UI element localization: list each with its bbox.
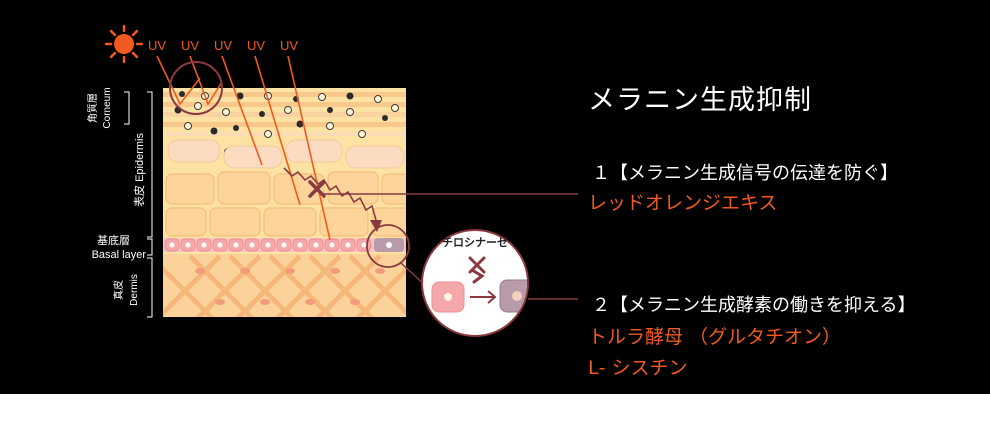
corneum-highlight-circle — [169, 61, 223, 115]
point1-heading: １【メラニン生成信号の伝達を防ぐ】 — [592, 163, 898, 184]
point2-ingredient-2: L‐ シスチン — [588, 357, 688, 379]
dermis-layer — [163, 254, 406, 317]
basal-highlight-circle — [366, 224, 410, 268]
dermis-en-label: Dermis — [129, 274, 140, 306]
arrow-right-icon — [470, 290, 497, 304]
uv-labels: UV UV UV UV UV — [148, 38, 298, 53]
corneum-layer — [163, 91, 406, 156]
basal-cells — [163, 238, 406, 252]
layer-labels: 角質層 Corneum 表皮 Epidermis 真皮 Dermis 基底層 B… — [86, 87, 146, 305]
skin-cross-section-diagram: UV UV UV UV UV — [86, 24, 578, 337]
corneum-jp-label: 角質層 — [86, 93, 99, 123]
basal-jp-label: 基底層 — [97, 233, 130, 247]
basal-en-label: Basal layer — [92, 249, 147, 261]
corneum-en-label: Corneum — [102, 87, 113, 128]
uv-label: UV — [247, 38, 265, 53]
sun-icon — [104, 24, 144, 64]
point2-ingredient-1: トルラ酵母 （グルタチオン） — [588, 326, 842, 348]
tyrosinase-label: チロシナーゼ — [442, 235, 508, 249]
uv-label: UV — [280, 38, 298, 53]
block-x-icon — [308, 180, 326, 198]
uv-label: UV — [214, 38, 232, 53]
melanin-signal-arrow — [283, 167, 382, 232]
spinous-layer — [165, 171, 406, 237]
point1-ingredient: レッドオレンジエキス — [588, 192, 778, 214]
skin-layers — [163, 88, 406, 317]
enzyme-block-icon — [468, 256, 486, 284]
epidermis-label: 表皮 Epidermis — [132, 133, 146, 207]
uv-rays — [156, 55, 331, 241]
page-title: メラニン生成抑制 — [588, 85, 812, 116]
dermis-jp-label: 真皮 — [112, 280, 125, 300]
point2-heading: ２【メラニン生成酵素の働きを抑える】 — [592, 295, 916, 316]
uv-label: UV — [148, 38, 166, 53]
uv-label: UV — [181, 38, 199, 53]
infographic-panel: UV UV UV UV UV — [0, 0, 990, 394]
granular-layer — [167, 139, 405, 169]
tyrosinase-zoom-circle: チロシナーゼ — [421, 229, 529, 337]
layer-brackets — [124, 91, 153, 318]
